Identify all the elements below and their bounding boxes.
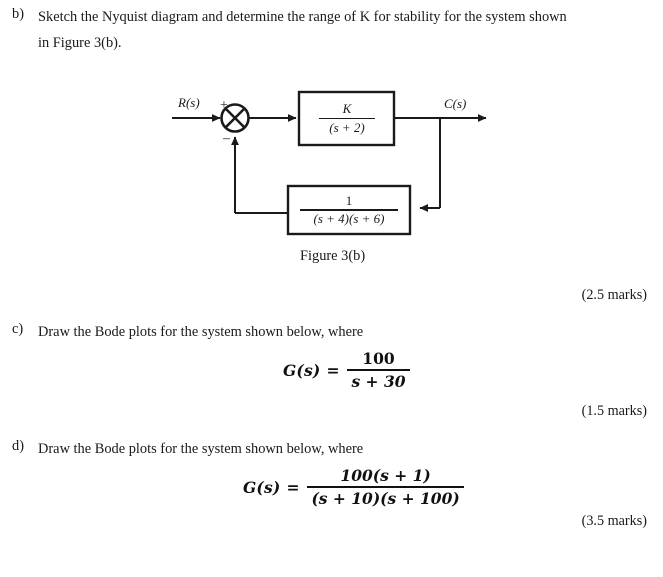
question-d-text: Draw the Bode plots for the system shown…	[38, 436, 363, 462]
marks-d: (3.5 marks)	[581, 513, 647, 529]
equation-d-denominator: (s + 10)(s + 100)	[311, 488, 460, 508]
output-label: C(s)	[444, 96, 467, 111]
equation-d-fraction-bar	[307, 486, 464, 488]
question-b: b) Sketch the Nyquist diagram and determ…	[12, 4, 652, 56]
input-label: R(s)	[178, 95, 200, 110]
equation-d: G(s) = 100(s + 1) (s + 10)(s + 100)	[243, 467, 464, 507]
equation-d-numerator: 100(s + 1)	[340, 466, 431, 485]
minus-sign-label: –	[223, 131, 230, 146]
question-b-line-1: Sketch the Nyquist diagram and determine…	[38, 9, 567, 25]
equation-d-equals: =	[286, 477, 300, 497]
equation-c-lhs: G(s)	[283, 360, 321, 380]
question-c-text: Draw the Bode plots for the system shown…	[38, 319, 363, 345]
equation-c-equals: =	[326, 360, 340, 380]
equation-c-numerator: 100	[362, 349, 395, 368]
question-d-line-1: Draw the Bode plots for the system shown…	[38, 441, 364, 457]
summing-junction-x-1	[225, 108, 245, 128]
feedback-block-expression: 1 (s + 4)(s + 6)	[300, 190, 398, 230]
marks-b: (2.5 marks)	[581, 287, 647, 303]
plus-sign-label: +	[220, 98, 228, 113]
question-d-label: d)	[12, 438, 24, 454]
equation-c-fraction: 100 s + 30	[347, 349, 410, 391]
summing-junction-x-2	[225, 108, 245, 128]
equation-c: G(s) = 100 s + 30	[283, 350, 410, 390]
question-c-line-1: Draw the Bode plots for the system shown…	[38, 324, 364, 340]
equation-d-fraction: 100(s + 1) (s + 10)(s + 100)	[307, 466, 464, 508]
feedback-block-denominator: (s + 4)(s + 6)	[313, 211, 385, 227]
figure-caption: Figure 3(b)	[300, 248, 366, 264]
question-b-label: b)	[12, 6, 24, 22]
feedback-block-numerator: 1	[345, 192, 353, 208]
forward-block-denominator: (s + 2)	[329, 119, 365, 135]
equation-c-denominator: s + 30	[351, 371, 406, 391]
question-d: d) Draw the Bode plots for the system sh…	[12, 436, 652, 462]
marks-c: (1.5 marks)	[581, 403, 647, 419]
equation-d-lhs: G(s)	[243, 477, 281, 497]
forward-block-numerator: K	[342, 101, 352, 117]
question-b-line-2: in Figure 3(b).	[38, 35, 122, 51]
question-c: c) Draw the Bode plots for the system sh…	[12, 319, 652, 345]
forward-block-expression: K (s + 2)	[319, 97, 375, 140]
question-c-label: c)	[12, 321, 24, 337]
forward-block-fraction-bar	[319, 117, 375, 120]
equation-c-fraction-bar	[347, 369, 410, 371]
feedback-block-fraction-bar	[300, 209, 398, 211]
question-b-text: Sketch the Nyquist diagram and determine…	[38, 4, 567, 56]
